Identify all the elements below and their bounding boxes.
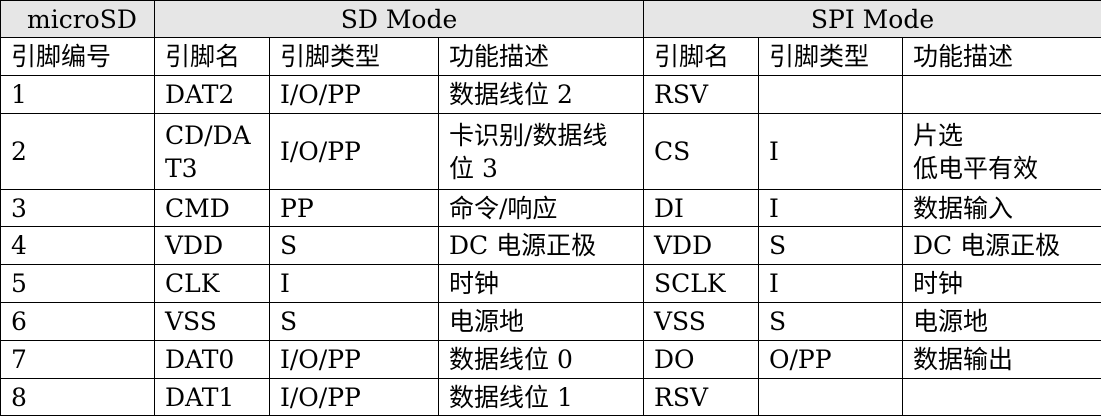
sd-pin-name: VSS <box>155 303 270 341</box>
spi-pin-name: DI <box>644 190 759 227</box>
sd-function: 命令/响应 <box>439 190 644 227</box>
spi-pin-name: RSV <box>644 379 759 416</box>
pin-number: 6 <box>1 303 155 341</box>
spi-pin-type: S <box>759 227 903 265</box>
table-row: 5 CLK I 时钟 SCLK I 时钟 <box>1 265 1101 303</box>
col-header-spi-pin-name: 引脚名 <box>644 38 759 76</box>
spi-pin-name: RSV <box>644 76 759 114</box>
spi-pin-name: SCLK <box>644 265 759 303</box>
sd-function: DC 电源正极 <box>439 227 644 265</box>
col-header-sd-pin-type: 引脚类型 <box>270 38 439 76</box>
sd-function-line2: 位 3 <box>449 152 633 185</box>
spi-pin-type: I <box>759 190 903 227</box>
spi-function: DC 电源正极 <box>903 227 1101 265</box>
table-row: 7 DAT0 I/O/PP 数据线位 0 DO O/PP 数据输出 <box>1 341 1101 379</box>
sd-function: 数据线位 0 <box>439 341 644 379</box>
column-header-row: 引脚编号 引脚名 引脚类型 功能描述 引脚名 引脚类型 功能描述 <box>1 38 1101 76</box>
spi-function-line1: 片选 <box>913 119 1091 152</box>
spi-pin-name: CS <box>644 114 759 190</box>
table-row: 1 DAT2 I/O/PP 数据线位 2 RSV <box>1 76 1101 114</box>
sd-pin-type: I <box>270 265 439 303</box>
sd-pin-name-line1: CD/DA <box>165 119 259 152</box>
pin-number: 8 <box>1 379 155 416</box>
table-row: 4 VDD S DC 电源正极 VDD S DC 电源正极 <box>1 227 1101 265</box>
spi-function: 片选 低电平有效 <box>903 114 1101 190</box>
sd-pin-type: I/O/PP <box>270 76 439 114</box>
sd-function: 卡识别/数据线 位 3 <box>439 114 644 190</box>
sd-function-line1: 卡识别/数据线 <box>449 119 633 152</box>
sd-pin-name: CD/DA T3 <box>155 114 270 190</box>
col-header-pin-number: 引脚编号 <box>1 38 155 76</box>
sd-pin-name: VDD <box>155 227 270 265</box>
col-header-sd-pin-name: 引脚名 <box>155 38 270 76</box>
col-header-spi-function: 功能描述 <box>903 38 1101 76</box>
col-header-sd-function: 功能描述 <box>439 38 644 76</box>
pin-number: 7 <box>1 341 155 379</box>
sd-pin-name: DAT1 <box>155 379 270 416</box>
spi-pin-type <box>759 76 903 114</box>
spi-function <box>903 379 1101 416</box>
group-header-row: microSD SD Mode SPI Mode <box>1 1 1101 38</box>
sd-function: 电源地 <box>439 303 644 341</box>
sd-pin-type: I/O/PP <box>270 114 439 190</box>
sd-pin-type: PP <box>270 190 439 227</box>
sd-pin-type: I/O/PP <box>270 379 439 416</box>
spi-function: 时钟 <box>903 265 1101 303</box>
spi-pin-type: I <box>759 265 903 303</box>
sd-pin-name: CLK <box>155 265 270 303</box>
spi-function-line2: 低电平有效 <box>913 152 1091 185</box>
sd-pin-name: DAT2 <box>155 76 270 114</box>
sd-pin-type: S <box>270 227 439 265</box>
pin-number: 2 <box>1 114 155 190</box>
col-header-spi-pin-type: 引脚类型 <box>759 38 903 76</box>
table-row: 6 VSS S 电源地 VSS S 电源地 <box>1 303 1101 341</box>
pin-number: 5 <box>1 265 155 303</box>
spi-pin-name: VSS <box>644 303 759 341</box>
table-row: 8 DAT1 I/O/PP 数据线位 1 RSV <box>1 379 1101 416</box>
spi-pin-name: VDD <box>644 227 759 265</box>
spi-pin-type: I <box>759 114 903 190</box>
sd-pin-name-line2: T3 <box>165 152 259 185</box>
table-row: 3 CMD PP 命令/响应 DI I 数据输入 <box>1 190 1101 227</box>
table-row: 2 CD/DA T3 I/O/PP 卡识别/数据线 位 3 CS I 片选 低电… <box>1 114 1101 190</box>
pin-number: 3 <box>1 190 155 227</box>
sd-function: 数据线位 1 <box>439 379 644 416</box>
header-sd-mode: SD Mode <box>155 1 644 38</box>
sd-function: 数据线位 2 <box>439 76 644 114</box>
sd-pin-name: CMD <box>155 190 270 227</box>
spi-pin-type: S <box>759 303 903 341</box>
sd-pin-type: S <box>270 303 439 341</box>
spi-function: 电源地 <box>903 303 1101 341</box>
spi-function <box>903 76 1101 114</box>
spi-function: 数据输入 <box>903 190 1101 227</box>
header-spi-mode: SPI Mode <box>644 1 1101 38</box>
sd-pin-type: I/O/PP <box>270 341 439 379</box>
header-microsd: microSD <box>1 1 155 38</box>
sd-pin-name: DAT0 <box>155 341 270 379</box>
spi-pin-name: DO <box>644 341 759 379</box>
sd-function: 时钟 <box>439 265 644 303</box>
pin-number: 4 <box>1 227 155 265</box>
spi-function: 数据输出 <box>903 341 1101 379</box>
spi-pin-type <box>759 379 903 416</box>
pin-number: 1 <box>1 76 155 114</box>
spi-pin-type: O/PP <box>759 341 903 379</box>
